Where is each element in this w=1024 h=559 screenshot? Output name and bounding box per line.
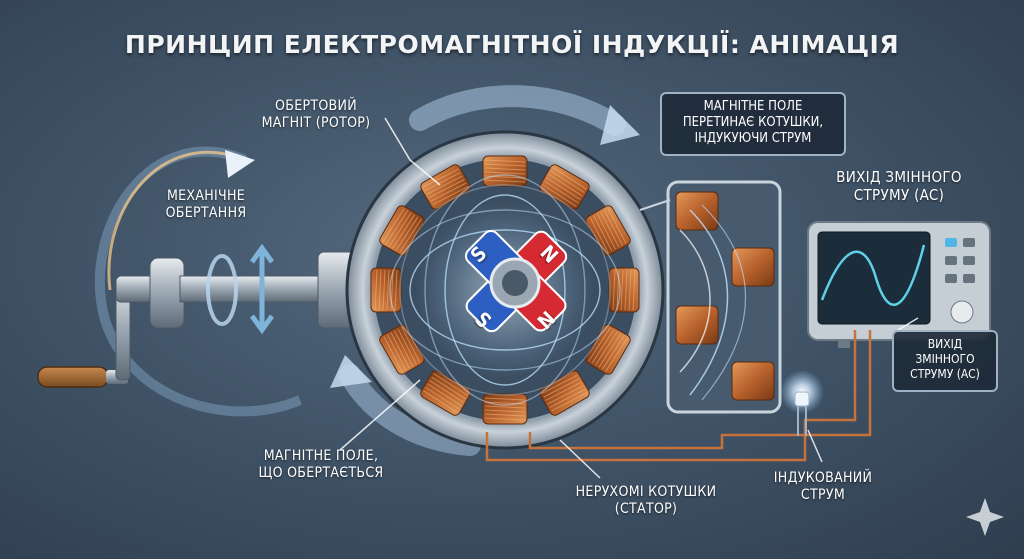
field-crossing-callout: МАГНІТНЕ ПОЛЕ ПЕРЕТИНАЄ КОТУШКИ, ІНДУКУЮ… — [660, 92, 846, 156]
stator-coils — [370, 155, 640, 425]
stator-coil — [539, 370, 590, 416]
output-wires — [485, 330, 872, 462]
stator-coil — [379, 324, 425, 375]
ac-output-callout: ВИХІД ЗМІННОГО СТРУМУ (AC) — [892, 330, 998, 392]
stator-coil — [585, 324, 631, 375]
leader-lines — [339, 117, 919, 479]
rotor-label: ОБЕРТОВИЙ МАГНІТ (РОТОР) — [246, 98, 386, 132]
rotation-swirl-left — [94, 146, 302, 417]
ac-output-box-line-3: СТРУМУ (AC) — [910, 367, 980, 381]
ac-output-box-line-1: ВИХІД — [927, 337, 963, 351]
rotation-swirl-top — [409, 85, 640, 145]
zoom-coil — [731, 361, 775, 401]
induced-current-line-1: ІНДУКОВАНИЙ — [773, 470, 873, 486]
induced-current-label: ІНДУКОВАНИЙ СТРУМ — [758, 470, 888, 504]
mechanical-label-line-1: МЕХАНІЧНЕ — [166, 188, 246, 204]
rotation-arrow-icon — [206, 243, 275, 335]
stator-coil — [420, 370, 471, 416]
stator-coil — [539, 164, 590, 210]
rotor-label-line-2: МАГНІТ (РОТОР) — [261, 115, 371, 131]
stator-coil — [608, 267, 640, 313]
stator-coil — [370, 267, 402, 313]
rotating-field-line-2: ЩО ОБЕРТАЄТЬСЯ — [258, 465, 384, 481]
induced-current-line-2: СТРУМ — [800, 487, 846, 503]
oscilloscope-icon — [807, 221, 991, 348]
mechanical-label-line-2: ОБЕРТАННЯ — [165, 205, 247, 221]
led-icon — [780, 370, 824, 436]
zoom-coil — [675, 305, 719, 345]
ac-output-title-line-2: СТРУМУ (AC) — [853, 186, 945, 204]
field-crossing-line-3: ІНДУКУЮЧИ СТРУМ — [694, 131, 812, 146]
zoom-coil — [675, 191, 719, 231]
rotor-label-line-1: ОБЕРТОВИЙ — [275, 98, 357, 114]
field-crossing-line-1: МАГНІТНЕ ПОЛЕ — [703, 99, 803, 114]
stator-coil — [482, 393, 528, 425]
rotation-swirl-bottom — [330, 355, 481, 456]
sparkle-icon — [966, 498, 1004, 536]
stator-coil — [420, 164, 471, 210]
stator-coil — [585, 205, 631, 256]
stator-label: НЕРУХОМІ КОТУШКИ (СТАТОР) — [556, 484, 736, 518]
stator-label-line-1: НЕРУХОМІ КОТУШКИ — [575, 484, 717, 500]
mechanical-rotation-label: МЕХАНІЧНЕ ОБЕРТАННЯ — [146, 188, 266, 222]
zoom-coil — [731, 247, 775, 287]
ac-output-title-line-1: ВИХІД ЗМІННОГО — [836, 168, 962, 186]
rotating-field-line-1: МАГНІТНЕ ПОЛЕ, — [263, 448, 379, 464]
ac-output-box-line-2: ЗМІННОГО — [915, 352, 975, 366]
stator-label-line-2: (СТАТОР) — [614, 501, 678, 517]
rotating-field-label: МАГНІТНЕ ПОЛЕ, ЩО ОБЕРТАЄТЬСЯ — [246, 448, 396, 482]
page-title: ПРИНЦИП ЕЛЕКТРОМАГНІТНОЇ ІНДУКЦІЇ: АНІМА… — [124, 30, 900, 59]
crank-handle-icon — [37, 251, 359, 388]
field-crossing-line-2: ПЕРЕТИНАЄ КОТУШКИ, — [682, 115, 824, 130]
rotor-axle — [502, 270, 528, 296]
ac-output-title-label: ВИХІД ЗМІННОГО СТРУМУ (AC) — [824, 168, 974, 204]
stator-coil — [379, 205, 425, 256]
zoom-panel — [666, 180, 782, 414]
stator-coil — [482, 155, 528, 187]
